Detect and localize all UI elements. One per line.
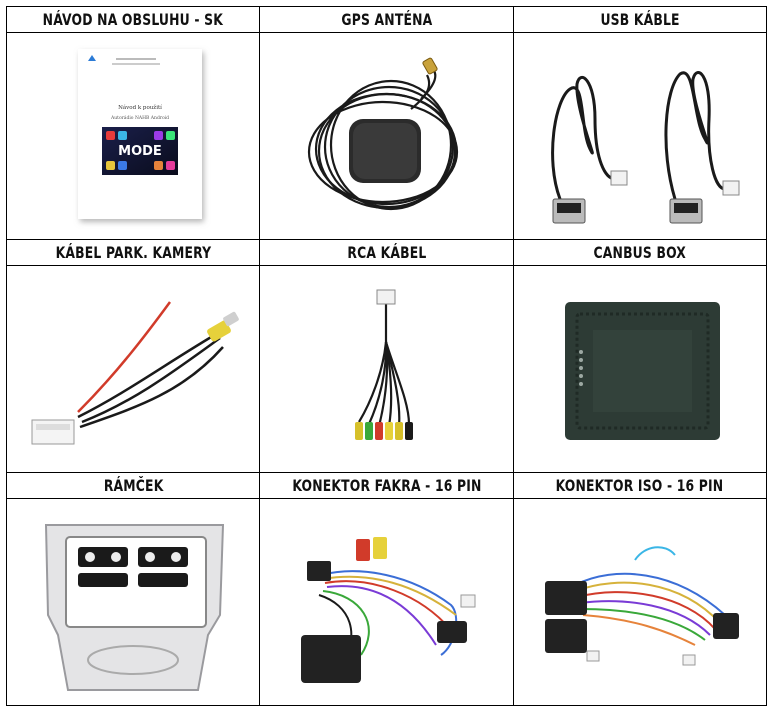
cell-header-gps: GPS ANTÉNA [259,5,514,34]
camera-cable-icon [31,300,239,445]
gps-antenna-icon [308,57,459,210]
rca-cable-icon [355,289,414,440]
cell-header-camera-cable: KÁBEL PARK. KAMERY [5,238,261,267]
usb-cable-icon [550,70,740,224]
cell-image-iso [512,498,768,706]
cell-image-camera-cable [5,265,261,473]
cell-image-manual: Návod k použití Autorádio NAHB Android M… [5,32,261,240]
svg-text:Návod k použití: Návod k použití [118,104,162,111]
cell-header-usb: USB KÁBLE [512,5,768,34]
cell-header-rca: RCA KÁBEL [259,238,514,267]
svg-text:Autorádio NAHB Android: Autorádio NAHB Android [110,114,169,121]
cell-header-iso: KONEKTOR ISO - 16 PIN [512,471,768,500]
cell-image-rca [259,265,514,473]
cell-image-canbus [512,265,768,473]
fakra-connector-icon [301,536,476,683]
cell-header-fakra: KONEKTOR FAKRA - 16 PIN [259,471,514,500]
cell-header-manual: NÁVOD NA OBSLUHU - SK [5,5,261,34]
manual-icon: Návod k použití Autorádio NAHB Android M… [78,48,203,219]
cell-header-canbus: CANBUS BOX [512,238,768,267]
cell-image-fakra [259,498,514,706]
frame-icon [45,523,225,691]
svg-text:MODE: MODE [118,144,162,159]
iso-connector-icon [544,545,739,666]
cell-header-frame: RÁMČEK [5,471,261,500]
cell-image-gps [259,32,514,240]
accessories-table: NÁVOD NA OBSLUHU - SK GPS ANTÉNA USB KÁB… [5,5,768,706]
canbus-box-icon [564,301,720,440]
cell-image-usb [512,32,768,240]
cell-image-frame [5,498,261,706]
